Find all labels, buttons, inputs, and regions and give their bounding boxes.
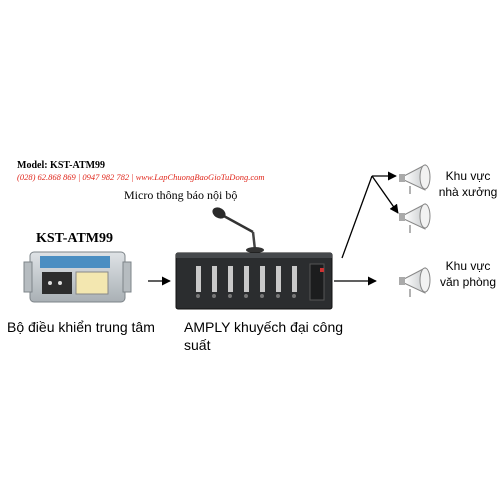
speaker-icon (399, 267, 431, 297)
microphone-label: Micro thông báo nội bộ (124, 188, 238, 202)
arrow-to-speaker-2 (371, 175, 399, 214)
zone-label-office: Khu vực văn phòng (439, 259, 497, 289)
amplifier-image (175, 252, 333, 310)
microphone-image (212, 207, 264, 253)
amplifier-label: AMPLY khuyếch đại công suất (184, 319, 344, 353)
controller-model-title: KST-ATM99 (36, 231, 114, 246)
contact-info: (028) 62.868 869 | 0947 982 782 | www.La… (17, 172, 265, 182)
controller-device-image (23, 251, 132, 303)
speaker-icon (399, 164, 431, 194)
controller-label: Bộ điều khiển trung tâm (7, 319, 155, 335)
branch-line-factory (341, 175, 373, 259)
speaker-icon (399, 203, 431, 233)
model-label: Model: KST-ATM99 (17, 160, 106, 171)
zone-label-factory: Khu vực nhà xưởng (438, 169, 498, 199)
